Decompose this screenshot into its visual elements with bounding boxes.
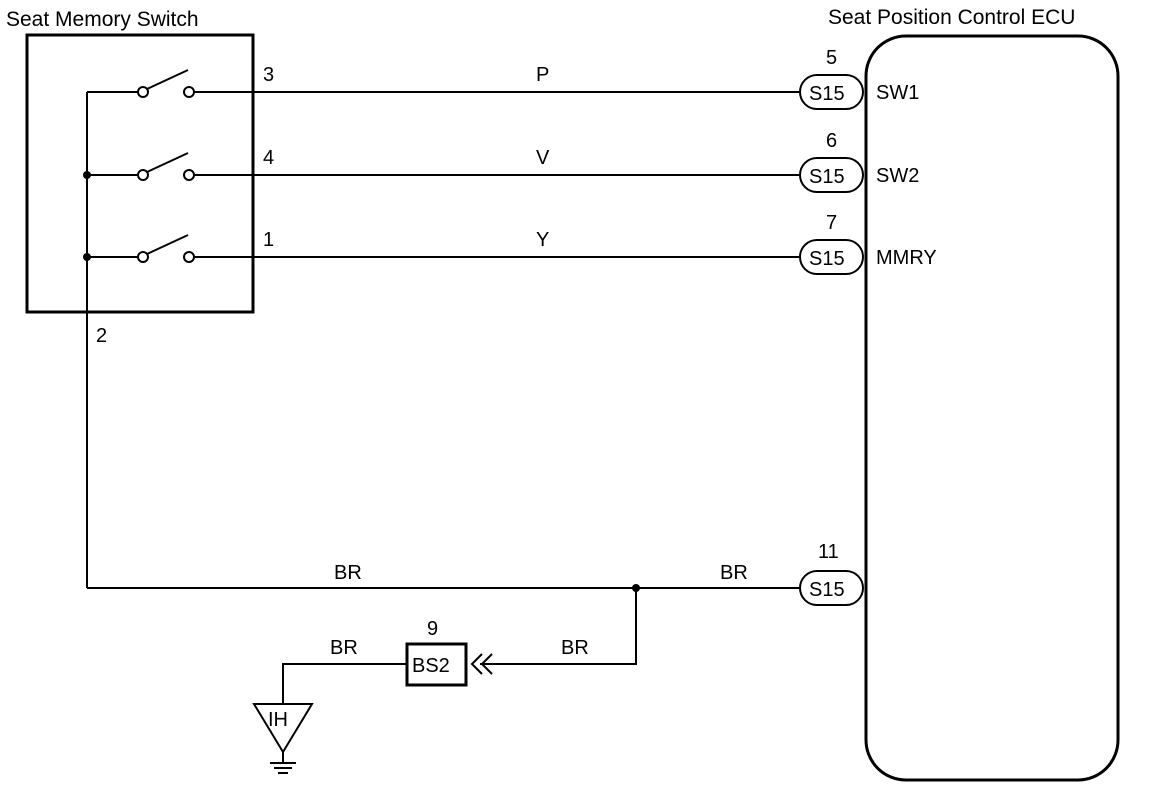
switch-contact-sw2 (137, 152, 195, 181)
connector-bs2-pin: 9 (427, 618, 438, 640)
ground-point-icon (252, 703, 314, 774)
ground-point-code: IH (268, 709, 288, 731)
connector-bs2: BS2 (405, 642, 468, 687)
switch-pin-sw2: 4 (263, 147, 274, 169)
ecu-pin-sw2: 6 (826, 130, 837, 152)
switch-contact-sw1 (137, 69, 195, 98)
svg-text:S15: S15 (809, 166, 845, 188)
ecu-connector-sw2: S15 (799, 157, 864, 193)
ecu-pin-mmry: 7 (826, 212, 837, 234)
ecu-terminal-mmry: MMRY (876, 247, 937, 269)
ecu-pin-ground: 11 (818, 541, 839, 563)
wire-color-ground-left: BR (334, 562, 362, 584)
ecu-terminal-sw1: SW1 (876, 82, 919, 104)
wire-color-ground-earth: BR (330, 637, 358, 659)
ecu-title: Seat Position Control ECU (828, 6, 1075, 29)
wire-color-ground-down: BR (561, 637, 589, 659)
switch-pin-mmry: 1 (263, 229, 274, 251)
ecu-box (864, 34, 1120, 782)
wire-ground-earth (282, 663, 407, 704)
ecu-connector-mmry: S15 (799, 239, 864, 275)
switch-pin-ground: 2 (96, 325, 107, 347)
switch-pin-sw1: 3 (263, 64, 274, 86)
ecu-connector-sw1: S15 (799, 74, 864, 110)
svg-text:S15: S15 (809, 579, 845, 601)
wire-color-sw1: P (536, 64, 549, 86)
switch-title: Seat Memory Switch (6, 8, 199, 31)
wire-color-ground-right: BR (720, 562, 748, 584)
wire-color-mmry: Y (536, 229, 549, 251)
wire-color-sw2: V (536, 147, 550, 169)
switch-contact-mmry (137, 234, 195, 263)
ecu-pin-sw1: 5 (826, 47, 837, 69)
ecu-connector-ground: S15 (799, 570, 864, 606)
svg-text:BS2: BS2 (412, 655, 450, 677)
ecu-terminal-sw2: SW2 (876, 165, 919, 187)
svg-text:S15: S15 (809, 83, 845, 105)
junction-dot (83, 171, 91, 179)
connector-arrow-icon (470, 653, 493, 675)
junction-dot (83, 253, 91, 261)
svg-text:S15: S15 (809, 248, 845, 270)
switch-box (25, 33, 255, 314)
wire-ground-down (480, 588, 637, 665)
